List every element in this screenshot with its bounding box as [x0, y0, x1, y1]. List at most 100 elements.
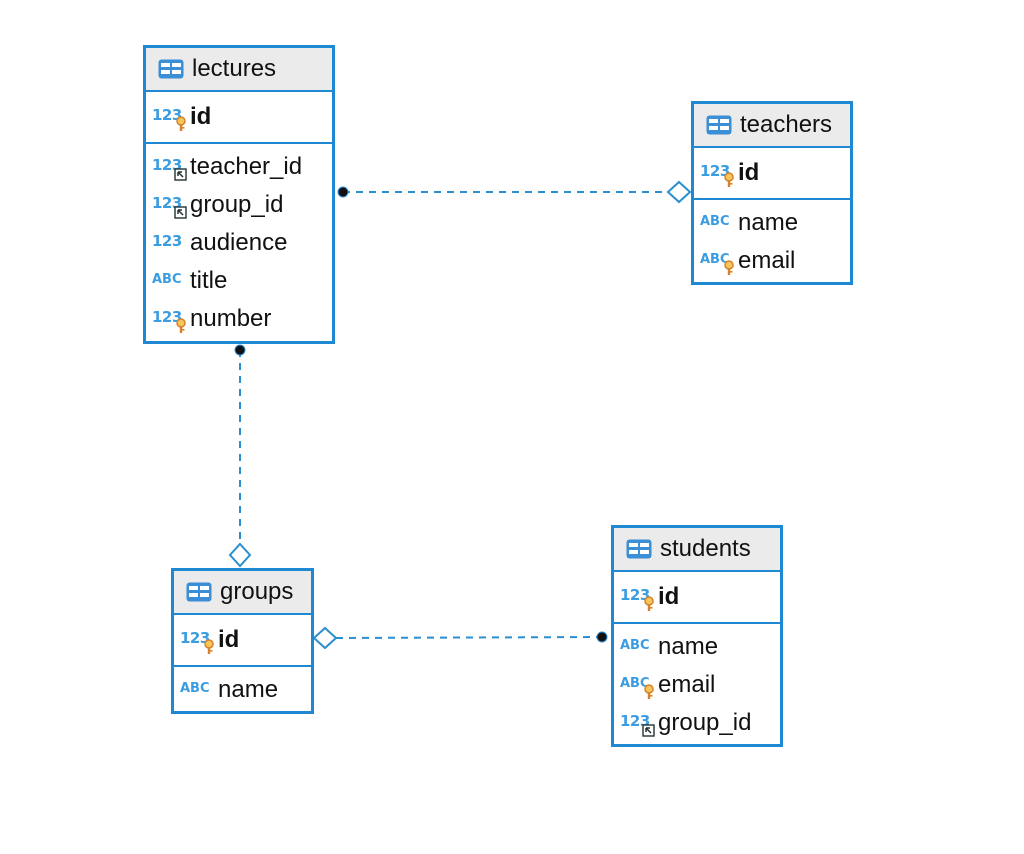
table-icon — [626, 539, 652, 559]
column-name: number — [190, 305, 272, 332]
column-row[interactable]: 123 number — [152, 300, 332, 338]
text-type-icon: ABC — [620, 634, 656, 660]
key-icon — [722, 172, 736, 188]
column-row[interactable]: ABC title — [152, 262, 332, 300]
relationship-lectures-teachers[interactable] — [337, 180, 692, 204]
numeric-type-icon: 123 — [152, 192, 188, 220]
text-type-icon: ABC — [152, 268, 188, 294]
entity-title: lectures — [192, 55, 277, 82]
column-name: title — [190, 267, 228, 294]
column-type-label: 123 — [152, 308, 182, 326]
primary-key-column-name: id — [658, 583, 680, 610]
entity-header[interactable]: lectures — [146, 48, 332, 92]
primary-key-section: 123 id — [694, 148, 850, 200]
primary-key-column-name: id — [190, 103, 212, 130]
column-name: audience — [190, 229, 288, 256]
numeric-type-icon: 123 — [152, 306, 188, 334]
relationship-dot-end — [596, 631, 608, 643]
relationship-diamond-end — [228, 542, 252, 568]
column-type-label: 123 — [152, 232, 182, 250]
foreign-key-icon — [174, 204, 188, 220]
column-row[interactable]: 123 id — [700, 154, 850, 192]
column-type-label: ABC — [180, 681, 210, 696]
column-row[interactable]: ABC name — [620, 628, 780, 666]
columns-section: ABC name — [174, 667, 311, 713]
column-row[interactable]: ABC email — [620, 666, 780, 704]
key-icon — [174, 116, 188, 132]
table-icon — [186, 582, 212, 602]
table-icon — [706, 115, 732, 135]
numeric-type-icon: 123 — [180, 627, 216, 655]
column-name: email — [658, 671, 716, 698]
key-icon — [202, 639, 216, 655]
column-row[interactable]: ABC email — [700, 242, 850, 280]
column-name: email — [738, 247, 796, 274]
column-type-label: ABC — [700, 252, 730, 267]
column-type-label: ABC — [700, 214, 730, 229]
text-type-icon: ABC — [620, 672, 656, 700]
column-name: name — [218, 676, 279, 703]
entity-header[interactable]: teachers — [694, 104, 850, 148]
relationship-lectures-groups[interactable] — [228, 344, 252, 568]
numeric-type-icon: 123 — [152, 154, 188, 182]
primary-key-column-name: id — [738, 159, 760, 186]
primary-key-section: 123 id — [146, 92, 332, 144]
column-row[interactable]: ABC name — [180, 671, 311, 709]
key-icon — [722, 260, 736, 276]
column-name: teacher_id — [190, 153, 303, 180]
text-type-icon: ABC — [180, 677, 216, 703]
table-icon — [158, 59, 184, 79]
foreign-key-icon — [174, 166, 188, 182]
column-row[interactable]: 123 audience — [152, 224, 332, 262]
entity-header[interactable]: students — [614, 528, 780, 572]
entity-title: groups — [220, 578, 294, 605]
relationship-students-groups[interactable] — [312, 626, 608, 650]
column-type-label: ABC — [620, 676, 650, 691]
relationship-dot-end — [337, 186, 349, 198]
numeric-type-icon: 123 — [620, 584, 656, 612]
numeric-type-icon: 123 — [700, 160, 736, 188]
column-type-label: ABC — [152, 272, 182, 287]
relationship-diamond-end — [312, 626, 338, 650]
key-icon — [174, 318, 188, 334]
primary-key-column-name: id — [218, 626, 240, 653]
relationship-diamond-end — [666, 180, 692, 204]
column-name: group_id — [190, 191, 284, 218]
foreign-key-icon — [642, 722, 656, 738]
column-type-label: 123 — [152, 106, 182, 124]
column-name: name — [658, 633, 719, 660]
column-name: group_id — [658, 709, 752, 736]
text-type-icon: ABC — [700, 248, 736, 276]
entity-header[interactable]: groups — [174, 571, 311, 615]
text-type-icon: ABC — [700, 210, 736, 236]
column-name: name — [738, 209, 799, 236]
relationship-dot-end — [234, 344, 246, 356]
entity-title: students — [660, 535, 751, 562]
column-row[interactable]: 123 id — [152, 98, 332, 136]
numeric-type-icon: 123 — [620, 710, 656, 738]
column-type-label: 123 — [700, 162, 730, 180]
column-row[interactable]: ABC name — [700, 204, 850, 242]
numeric-type-icon: 123 — [152, 104, 188, 132]
entity-title: teachers — [740, 111, 833, 138]
key-icon — [642, 596, 656, 612]
key-icon — [642, 684, 656, 700]
column-type-label: ABC — [620, 638, 650, 653]
numeric-type-icon: 123 — [152, 230, 188, 256]
